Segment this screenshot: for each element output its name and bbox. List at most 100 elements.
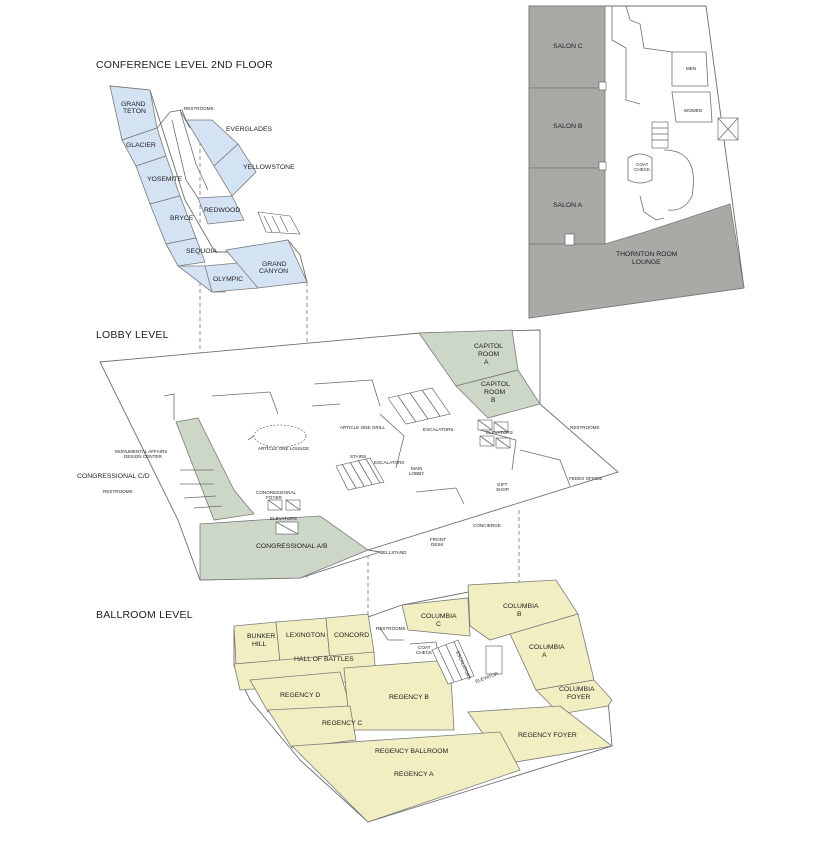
- coat-check-area: [627, 153, 653, 184]
- everglades-label: EVERGLADES: [226, 126, 273, 133]
- article-one-lounge-circle: [253, 424, 307, 448]
- ballroom-coat-check-label-1: COAT: [418, 645, 431, 650]
- capitol-a-label-2: ROOM: [478, 351, 499, 358]
- bryce-label: BRYCE: [170, 215, 194, 222]
- concord-label: CONCORD: [334, 632, 369, 639]
- main-lobby-label-1: MAIN: [411, 466, 422, 471]
- monumental-label-2: DESIGN CENTER: [124, 454, 162, 459]
- columbia-foyer-label-1: COLUMBIA: [559, 686, 595, 693]
- room-women[interactable]: [671, 91, 713, 123]
- stairs-label: STAIRS: [350, 454, 366, 459]
- salon-coat-check-label-2: CHECK: [634, 167, 651, 172]
- lobby-level-plan: [99, 329, 619, 581]
- regency-ballroom-label: REGENCY BALLROOM: [375, 748, 448, 755]
- elevators-left-label: ELEVATORS: [270, 516, 297, 521]
- redwood-label: REDWOOD: [204, 207, 240, 214]
- columbia-b-label-1: COLUMBIA: [503, 603, 539, 610]
- bunker-hill-label-1: BUNKER: [247, 633, 275, 640]
- salon-a-label: SALON A: [553, 202, 583, 209]
- fedex-office-label: FEDEX OFFICE: [569, 476, 602, 481]
- room-capitol-b[interactable]: [455, 369, 541, 419]
- regency-foyer-label: REGENCY FOYER: [518, 732, 577, 739]
- salon-coat-check-label-1: COAT: [636, 162, 649, 167]
- yellowstone-label: YELLOWSTONE: [243, 164, 295, 171]
- grand-canyon-label-1: GRAND: [262, 261, 287, 268]
- columbia-c-label-2: C: [436, 621, 441, 628]
- escalators-mid-label: ESCALATORS: [374, 460, 404, 465]
- bellstand-label: BELLSTAND: [380, 550, 407, 555]
- lobby-restrooms-right-label: RESTROOMS: [570, 425, 600, 430]
- grand-teton-label-2: TETON: [123, 108, 146, 115]
- congressional-cd-label: CONGRESSIONAL C/D: [77, 473, 150, 480]
- lobby-level-title: LOBBY LEVEL: [96, 329, 169, 341]
- room-thornton-lounge[interactable]: [528, 203, 745, 319]
- front-desk-label-1: FRONT: [430, 537, 446, 542]
- monumental-label-1: MONUMENTAL AFFAIRS: [115, 449, 167, 454]
- bunker-hill-label-2: HILL: [252, 641, 267, 648]
- front-desk-label-2: DESK: [431, 542, 444, 547]
- ballroom-elevator-box: [485, 645, 503, 675]
- columbia-a-label-1: COLUMBIA: [529, 644, 565, 651]
- lobby-restrooms-left-label: RESTROOMS: [103, 489, 133, 494]
- columbia-c-label-1: COLUMBIA: [421, 613, 457, 620]
- ballroom-level-title: BALLROOM LEVEL: [96, 609, 193, 621]
- room-men[interactable]: [671, 51, 709, 87]
- olympic-label: OLYMPIC: [213, 276, 243, 283]
- room-regency-c[interactable]: [267, 705, 357, 749]
- ballroom-labels: COLUMBIA C COLUMBIA B BUNKER HILL LEXING…: [247, 603, 595, 778]
- escalators-top-label: ESCALATORS: [423, 427, 453, 432]
- salon-stairs: [651, 121, 669, 149]
- room-regency-ballroom[interactable]: [291, 731, 521, 823]
- elevators-right-label: ELEVATORS: [486, 430, 513, 435]
- yosemite-label: YOSEMITE: [147, 176, 183, 183]
- main-lobby-label-2: LOBBY: [409, 471, 424, 476]
- conference-stairs: [257, 211, 301, 235]
- women-label: WOMEN: [684, 108, 702, 113]
- lobby-labels: CAPITOL ROOM A CAPITOL ROOM B RESTROOMS …: [77, 343, 602, 555]
- ballroom-escalators: [431, 639, 475, 685]
- gift-shop-label-1: GIFT: [497, 482, 508, 487]
- congressional-ab-label: CONGRESSIONAL A/B: [256, 543, 328, 550]
- hall-of-battles-label: HALL OF BATTLES: [294, 656, 354, 663]
- concierge-label: CONCIERGE: [473, 523, 501, 528]
- room-yellowstone[interactable]: [213, 143, 257, 197]
- room-columbia-c[interactable]: [401, 597, 471, 637]
- room-congressional-ab[interactable]: [199, 515, 369, 581]
- columbia-foyer-label-2: FOYER: [567, 694, 591, 701]
- ballroom-coat-check-label-2: CHECK: [416, 650, 433, 655]
- capitol-b-label-1: CAPITOL: [481, 381, 510, 388]
- regency-d-label: REGENCY D: [280, 692, 320, 699]
- salon-level-plan: [528, 5, 745, 319]
- conference-restrooms-label: RESTROOMS: [184, 106, 214, 111]
- congressional-foyer-label-2: FOYER: [266, 495, 283, 500]
- room-grand-canyon[interactable]: [225, 239, 308, 289]
- columbia-a-label-2: A: [542, 652, 547, 659]
- salon-labels: SALON C SALON B SALON A MEN WOMEN COAT C…: [553, 43, 702, 266]
- article-one-lounge-label: ARTICLE ONE LOUNGE: [258, 446, 309, 451]
- men-label: MEN: [686, 66, 696, 71]
- conference-level-title: CONFERENCE LEVEL 2ND FLOOR: [96, 59, 273, 71]
- capitol-a-label-3: A: [484, 359, 489, 366]
- capitol-b-label-3: B: [491, 397, 496, 404]
- lexington-label: LEXINGTON: [286, 632, 325, 639]
- columbia-b-label-2: B: [517, 611, 522, 618]
- capitol-b-label-2: ROOM: [484, 389, 505, 396]
- room-congressional-cd[interactable]: [175, 417, 255, 521]
- glacier-label: GLACIER: [126, 142, 156, 149]
- ballroom-restrooms-label: RESTROOMS: [376, 626, 406, 631]
- thornton-label-2: LOUNGE: [632, 259, 661, 266]
- gift-shop-label-2: SHOP: [496, 487, 509, 492]
- sequoia-label: SEQUOIA: [186, 248, 217, 255]
- room-redwood[interactable]: [197, 195, 245, 225]
- article-one-grill-label: ARTICLE ONE GRILL: [340, 425, 386, 430]
- ballroom-level-plan: [233, 579, 613, 823]
- regency-c-label: REGENCY C: [322, 720, 362, 727]
- regency-a-label: REGENCY A: [394, 771, 434, 778]
- conference-level-plan: [109, 85, 308, 293]
- room-sequoia[interactable]: [165, 237, 206, 267]
- salon-c-label: SALON C: [553, 43, 583, 50]
- salon-b-label: SALON B: [553, 123, 583, 130]
- grand-canyon-label-2: CANYON: [259, 268, 288, 275]
- thornton-label-1: THORNTON ROOM: [616, 251, 678, 258]
